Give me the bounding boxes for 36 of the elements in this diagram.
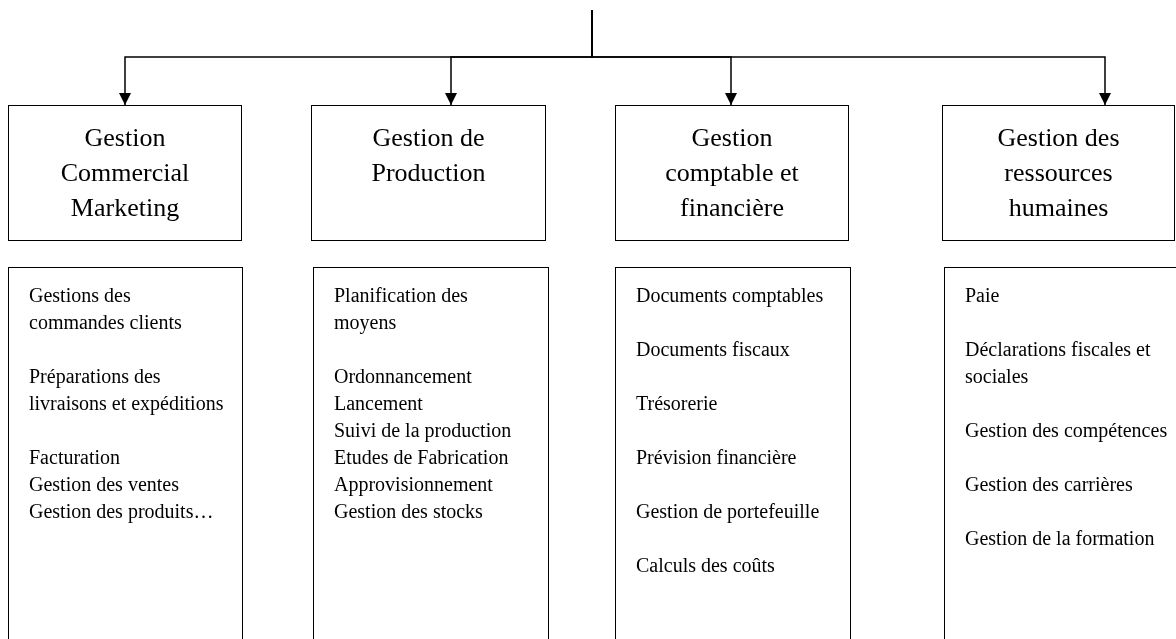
module-box (615, 105, 849, 241)
module-box (8, 105, 242, 241)
task-item: Suivi de la production (334, 418, 513, 444)
task-item: Gestion des carrières (965, 472, 1134, 497)
task-item: Ordonnancement (334, 364, 473, 389)
module-title: Gestion comptable et financière (664, 122, 800, 224)
task-item: Facturation (29, 445, 122, 470)
task-item: Gestion des produits… (29, 499, 215, 525)
task-item: Gestion des compétences (965, 418, 1169, 444)
module-box (311, 105, 546, 241)
module-title: Gestion Commercial Marketing (59, 122, 191, 224)
task-item: Gestion des ventes (29, 472, 180, 497)
task-item: Calculs des coûts (636, 553, 776, 578)
arrow (591, 9, 1111, 106)
task-item: Planification des moyens (334, 283, 469, 336)
task-list-box (944, 267, 1176, 639)
task-list-box (8, 267, 243, 639)
task-item: Prévision financière (636, 445, 798, 470)
task-item: Préparations des livraisons et expéditions (29, 364, 224, 417)
task-list-box (313, 267, 549, 639)
task-item: Approvisionnement (334, 472, 494, 498)
module-title: Gestion de Production (370, 122, 487, 189)
task-item: Déclarations fiscales et sociales (965, 337, 1152, 389)
task-item: Gestion de la formation (965, 526, 1156, 551)
module-title: Gestion des ressources humaines (996, 122, 1121, 224)
task-item: Documents comptables (636, 283, 825, 309)
task-item: Paie (965, 283, 1001, 308)
task-item: Documents fiscaux (636, 337, 791, 362)
task-item: Gestion de portefeuille (636, 499, 821, 525)
task-item: Trésorerie (636, 391, 719, 416)
task-item: Gestions des commandes clients (29, 283, 183, 335)
task-item: Lancement (334, 391, 424, 416)
module-box (942, 105, 1175, 241)
task-list-box (615, 267, 851, 639)
task-item: Etudes de Fabrication (334, 445, 510, 470)
task-item: Gestion des stocks (334, 499, 484, 524)
